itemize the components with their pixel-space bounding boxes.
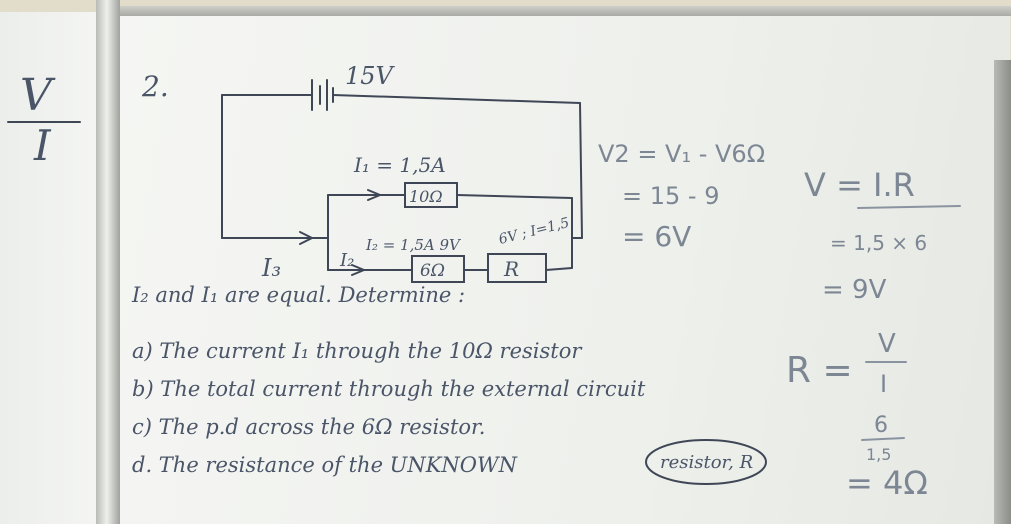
question-item-c: c) The p.d across the 6Ω resistor. — [132, 415, 485, 439]
working-right-line-3: = 9V — [822, 275, 887, 305]
circled-word — [645, 439, 767, 485]
working-mid-line-1: V2 = V₁ - V6Ω — [598, 140, 765, 168]
working-mid-line-2: = 15 - 9 — [622, 182, 719, 210]
arrow-icon — [299, 231, 315, 245]
working-right-line-6: = 4Ω — [846, 464, 928, 502]
left-fraction-denominator: I — [33, 121, 52, 170]
working-right-line-4-num: V — [878, 329, 896, 359]
working-right-line-2: = 1,5 × 6 — [830, 231, 927, 255]
circuit-wire-top-right — [332, 94, 581, 104]
resistor-10-ohm-label: 10Ω — [409, 187, 443, 206]
left-whiteboard — [0, 12, 96, 524]
question-number: 2. — [141, 70, 169, 103]
question-item-d: d. The resistance of the UNKNOWN — [132, 453, 518, 477]
working-right-line-1: V = I.R — [804, 166, 915, 204]
working-right-line-4-den: I — [880, 370, 887, 398]
working-mid-line-3: = 6V — [622, 220, 691, 253]
working-right-line-5-num: 6 — [874, 413, 888, 438]
resistor-r-note: 6V ; I=1,5 — [497, 215, 571, 248]
circuit-wire-right — [579, 102, 583, 239]
branch-1-wire-b — [456, 194, 573, 199]
board-frame-right — [994, 60, 1011, 524]
board-frame-top — [120, 6, 1011, 16]
current-i2-symbol: I₂ — [339, 250, 354, 271]
current-i1-label: I₁ = 1,5A — [353, 153, 446, 177]
board-frame-divider — [96, 0, 120, 524]
current-i2-label: I₂ = 1,5A 9V — [365, 236, 462, 254]
current-i3-label: I₃ — [261, 254, 281, 282]
resistor-6-ohm-label: 6Ω — [420, 261, 445, 281]
question-item-a: a) The current I₁ through the 10Ω resist… — [132, 339, 583, 363]
question-intro: I₂ and I₁ are equal. Determine : — [131, 283, 465, 307]
arrow-icon — [367, 189, 383, 201]
fraction-underline — [857, 205, 961, 209]
question-item-b: b) The total current through the externa… — [132, 377, 646, 401]
resistor-r — [487, 253, 547, 283]
fraction-bar — [861, 437, 905, 441]
arrow-icon — [351, 264, 367, 276]
battery-label: 15V — [345, 62, 396, 90]
resistor-r-label: R — [503, 257, 519, 281]
working-right-line-4-lhs: R = — [786, 350, 853, 391]
question-item-d-circled: resistor, R — [660, 452, 753, 473]
branch-2-wire-c — [545, 267, 573, 271]
working-right-line-5-den: 1,5 — [866, 445, 891, 464]
left-fraction-numerator: V — [20, 70, 56, 121]
